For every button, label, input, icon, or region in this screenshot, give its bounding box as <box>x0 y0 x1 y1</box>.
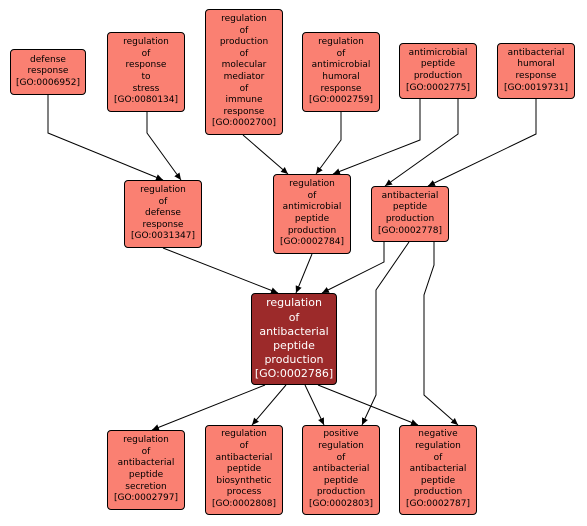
go-node-regulation-of-antimicrobial-humoral-response[interactable]: regulation of antimicrobial humoral resp… <box>302 32 380 112</box>
go-node-defense-response[interactable]: defense response [GO:0006952] <box>10 49 86 95</box>
node-label: regulation of antimicrobial peptide prod… <box>279 179 345 248</box>
go-node-antimicrobial-peptide-production[interactable]: antimicrobial peptide production [GO:000… <box>399 43 477 99</box>
go-node-antibacterial-humoral-response[interactable]: antibacterial humoral response [GO:00197… <box>497 43 575 99</box>
edge-n2784-to-n2786 <box>295 253 313 294</box>
node-label: defense response [GO:0006952] <box>15 54 81 88</box>
go-node-negative-regulation-of-antibacterial-peptide-production[interactable]: negative regulation of antibacterial pep… <box>399 425 477 515</box>
node-label: antibacterial humoral response [GO:00197… <box>503 47 569 93</box>
edge-n2700-to-n2784 <box>242 134 289 175</box>
edge-n2778-to-n2786 <box>321 242 385 294</box>
node-label: positive regulation of antibacterial pep… <box>308 429 374 509</box>
go-node-regulation-of-antibacterial-peptide-secretion[interactable]: regulation of antibacterial peptide secr… <box>107 430 185 510</box>
go-node-positive-regulation-of-antibacterial-peptide-production[interactable]: positive regulation of antibacterial pep… <box>302 425 380 515</box>
edge-n2786-to-n2797 <box>151 384 266 431</box>
go-node-antibacterial-peptide-production[interactable]: antibacterial peptide production [GO:000… <box>371 186 449 242</box>
edge-n2786-to-n2803 <box>304 384 325 426</box>
edge-n2786-to-n2808 <box>251 384 287 426</box>
go-node-regulation-of-antimicrobial-peptide-production[interactable]: regulation of antimicrobial peptide prod… <box>273 174 351 254</box>
node-label: negative regulation of antibacterial pep… <box>405 429 471 509</box>
node-label: regulation of antibacterial peptide prod… <box>254 296 334 381</box>
go-node-regulation-of-antibacterial-peptide-biosynthetic-process[interactable]: regulation of antibacterial peptide bios… <box>205 425 283 515</box>
node-label: regulation of antibacterial peptide secr… <box>113 435 179 504</box>
node-label: antibacterial peptide production [GO:000… <box>377 190 443 236</box>
edge-n2775-to-n2778 <box>384 99 459 187</box>
node-label: regulation of response to stress [GO:008… <box>113 37 179 106</box>
node-label: antimicrobial peptide production [GO:000… <box>405 47 471 93</box>
go-node-regulation-of-defense-response[interactable]: regulation of defense response [GO:00313… <box>124 180 202 248</box>
node-label: regulation of antibacterial peptide bios… <box>211 429 277 509</box>
edge-n2778-to-n2787 <box>423 242 459 426</box>
go-node-regulation-of-antibacterial-peptide-production-focus[interactable]: regulation of antibacterial peptide prod… <box>251 293 337 385</box>
edge-n31347-to-n2786 <box>162 247 279 294</box>
go-node-regulation-of-response-to-stress[interactable]: regulation of response to stress [GO:008… <box>107 32 185 112</box>
edge-n2778-to-n2803 <box>361 241 410 426</box>
edge-n80134-to-n31347 <box>146 112 182 181</box>
node-label: regulation of production of molecular me… <box>211 14 277 129</box>
edge-n19731-to-n2778 <box>427 99 537 187</box>
node-label: regulation of antimicrobial humoral resp… <box>308 37 374 106</box>
edge-n6952-to-n31347 <box>47 95 164 181</box>
edge-n2759-to-n2784 <box>315 112 342 175</box>
edge-n2775-to-n2784 <box>332 99 421 175</box>
edge-n2786-to-n2787 <box>317 384 419 426</box>
node-label: regulation of defense response [GO:00313… <box>130 185 196 242</box>
go-node-regulation-of-production-of-molecular-mediator[interactable]: regulation of production of molecular me… <box>205 9 283 135</box>
